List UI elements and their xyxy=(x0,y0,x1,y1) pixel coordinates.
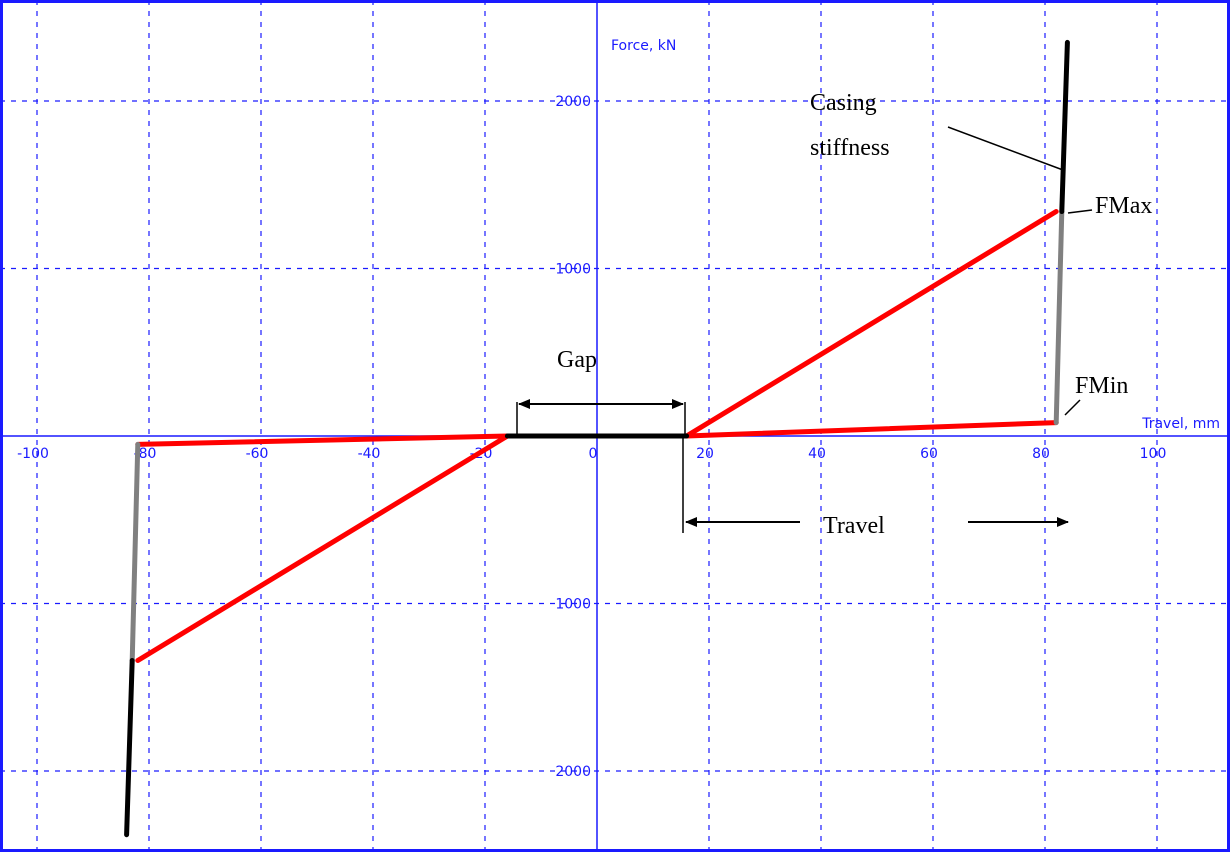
y-tick-label: 1000 xyxy=(555,262,591,278)
x-tick-label: 0 xyxy=(589,446,598,462)
series-layer xyxy=(124,39,1070,838)
x-axis-title: Travel, mm xyxy=(1141,416,1220,432)
y-axis-title: Force, kN xyxy=(611,38,676,54)
series-line-2 xyxy=(135,433,510,663)
x-tick-label: 40 xyxy=(808,446,826,462)
annotation-gap: Gap xyxy=(557,347,597,373)
annotation-fmin: FMin xyxy=(1075,373,1128,399)
series-line-6 xyxy=(1059,39,1070,214)
x-tick-label: -100 xyxy=(17,446,49,462)
annotation-travel: Travel xyxy=(823,513,885,539)
annotation-stiffness: stiffness xyxy=(810,135,890,161)
series-line-3 xyxy=(135,433,510,447)
series-line-5 xyxy=(129,441,141,663)
annotation-fmax: FMax xyxy=(1095,193,1152,219)
y-tick-label: 2000 xyxy=(555,94,591,110)
series-line-7 xyxy=(124,658,135,838)
x-tick-label: 60 xyxy=(920,446,938,462)
series-line-1 xyxy=(684,420,1059,439)
fmin-leader-line xyxy=(1064,399,1081,416)
x-tick-label: 100 xyxy=(1140,446,1167,462)
y-tick-label: 1000 xyxy=(555,597,591,613)
series-line-0 xyxy=(684,209,1059,439)
fmax-leader-line xyxy=(1067,209,1093,214)
x-tick-label: 20 xyxy=(696,446,714,462)
x-tick-label: -60 xyxy=(246,446,269,462)
x-tick-label: -40 xyxy=(358,446,381,462)
series-line-4 xyxy=(1053,209,1065,426)
y-tick-label: 2000 xyxy=(555,764,591,780)
x-tick-label: 80 xyxy=(1032,446,1050,462)
casing-leader-line xyxy=(947,126,1064,171)
annotation-casing: Casing xyxy=(810,90,877,116)
